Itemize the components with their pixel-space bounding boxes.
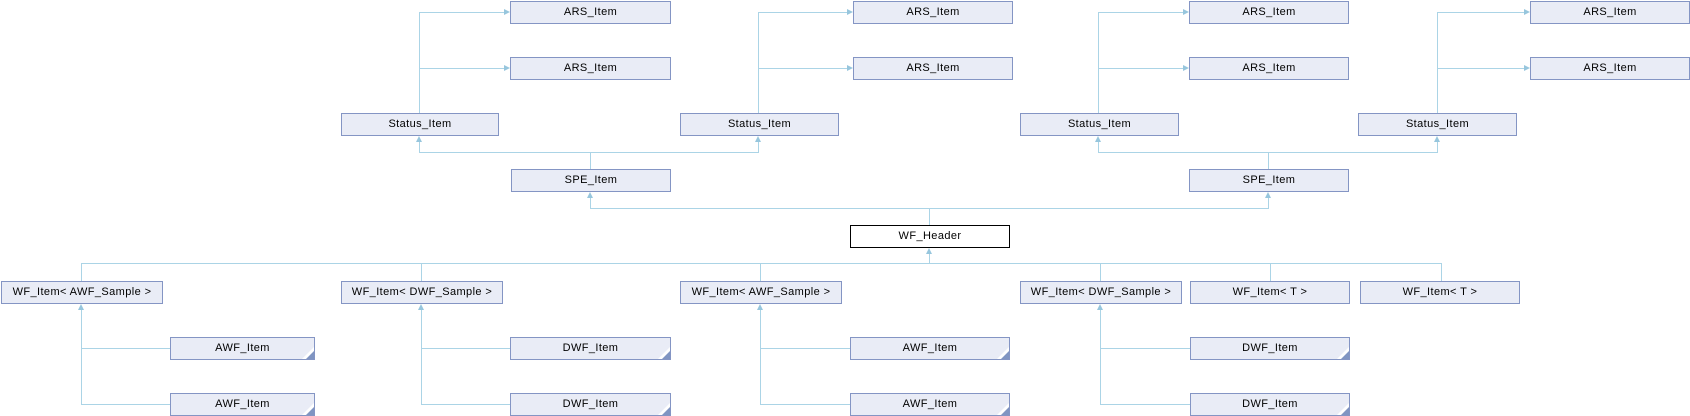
node-awf-item[interactable]: AWF_Item — [850, 337, 1010, 360]
connector-line — [419, 68, 504, 69]
node-awf-item[interactable]: AWF_Item — [170, 393, 315, 416]
connector-line — [419, 152, 758, 153]
node-ars-item[interactable]: ARS_Item — [1189, 1, 1349, 24]
connector-line — [1098, 68, 1183, 69]
connector-line — [1098, 12, 1183, 13]
connector-line — [419, 142, 420, 153]
connector-line — [81, 263, 82, 281]
arrow-up-icon — [755, 136, 761, 142]
arrow-up-icon — [926, 248, 932, 254]
node-status-item[interactable]: Status_Item — [1020, 113, 1179, 136]
connector-line — [421, 310, 422, 405]
node-wf-header[interactable]: WF_Header — [850, 225, 1010, 248]
node-ars-item[interactable]: ARS_Item — [510, 1, 671, 24]
connector-line — [81, 310, 82, 405]
connector-line — [421, 404, 510, 405]
connector-line — [929, 208, 930, 225]
node-dwf-item[interactable]: DWF_Item — [510, 393, 671, 416]
connector-line — [1437, 68, 1524, 69]
connector-line — [929, 254, 930, 264]
node-ars-item[interactable]: ARS_Item — [1530, 57, 1690, 80]
arrow-up-icon — [418, 304, 424, 310]
connector-line — [1100, 310, 1101, 405]
arrow-right-icon — [504, 9, 510, 15]
node-awf-item[interactable]: AWF_Item — [850, 393, 1010, 416]
arrow-right-icon — [847, 9, 853, 15]
arrow-up-icon — [1095, 136, 1101, 142]
node-status-item[interactable]: Status_Item — [341, 113, 499, 136]
node-wf-item-dwf-sample[interactable]: WF_Item< DWF_Sample > — [341, 281, 503, 304]
arrow-up-icon — [78, 304, 84, 310]
node-ars-item[interactable]: ARS_Item — [510, 57, 671, 80]
node-wf-item-dwf-sample[interactable]: WF_Item< DWF_Sample > — [1020, 281, 1182, 304]
connector-line — [419, 12, 504, 13]
connector-line — [758, 68, 847, 69]
node-status-item[interactable]: Status_Item — [680, 113, 839, 136]
node-dwf-item[interactable]: DWF_Item — [1190, 337, 1350, 360]
connector-line — [1441, 263, 1442, 281]
connector-line — [758, 12, 847, 13]
connector-line — [1268, 198, 1269, 209]
node-ars-item[interactable]: ARS_Item — [853, 1, 1013, 24]
connector-line — [758, 12, 759, 113]
connector-line — [1270, 263, 1271, 281]
arrow-up-icon — [757, 304, 763, 310]
connector-line — [81, 263, 1441, 264]
connector-line — [760, 348, 850, 349]
arrow-right-icon — [1524, 9, 1530, 15]
connector-line — [760, 310, 761, 405]
connector-line — [1100, 348, 1190, 349]
arrow-right-icon — [1183, 9, 1189, 15]
node-status-item[interactable]: Status_Item — [1358, 113, 1517, 136]
arrow-right-icon — [504, 65, 510, 71]
connector-line — [590, 198, 591, 209]
arrow-up-icon — [1434, 136, 1440, 142]
connector-line — [81, 348, 170, 349]
connector-line — [1098, 152, 1437, 153]
connector-line — [81, 404, 170, 405]
arrow-up-icon — [587, 192, 593, 198]
arrow-right-icon — [1183, 65, 1189, 71]
node-ars-item[interactable]: ARS_Item — [853, 57, 1013, 80]
node-ars-item[interactable]: ARS_Item — [1189, 57, 1349, 80]
connector-line — [760, 404, 850, 405]
node-awf-item[interactable]: AWF_Item — [170, 337, 315, 360]
node-dwf-item[interactable]: DWF_Item — [1190, 393, 1350, 416]
node-wf-item-t[interactable]: WF_Item< T > — [1190, 281, 1350, 304]
connector-line — [1437, 12, 1524, 13]
arrow-up-icon — [416, 136, 422, 142]
connector-line — [419, 12, 420, 113]
connector-line — [421, 348, 510, 349]
node-spe-item[interactable]: SPE_Item — [511, 169, 671, 192]
connector-line — [590, 152, 591, 169]
connector-line — [1437, 12, 1438, 113]
node-ars-item[interactable]: ARS_Item — [1530, 1, 1690, 24]
connector-line — [1100, 263, 1101, 281]
arrow-right-icon — [1524, 65, 1530, 71]
node-dwf-item[interactable]: DWF_Item — [510, 337, 671, 360]
connector-line — [1268, 152, 1269, 169]
connector-line — [1098, 142, 1099, 153]
connector-line — [1100, 404, 1190, 405]
arrow-right-icon — [847, 65, 853, 71]
arrow-up-icon — [1265, 192, 1271, 198]
connector-line — [421, 263, 422, 281]
connector-line — [760, 263, 761, 281]
node-wf-item-awf-sample[interactable]: WF_Item< AWF_Sample > — [680, 281, 842, 304]
arrow-up-icon — [1097, 304, 1103, 310]
node-wf-item-awf-sample[interactable]: WF_Item< AWF_Sample > — [1, 281, 163, 304]
connector-line — [758, 142, 759, 153]
connector-line — [1098, 12, 1099, 113]
connector-line — [1437, 142, 1438, 153]
node-wf-item-t[interactable]: WF_Item< T > — [1360, 281, 1520, 304]
node-spe-item[interactable]: SPE_Item — [1189, 169, 1349, 192]
